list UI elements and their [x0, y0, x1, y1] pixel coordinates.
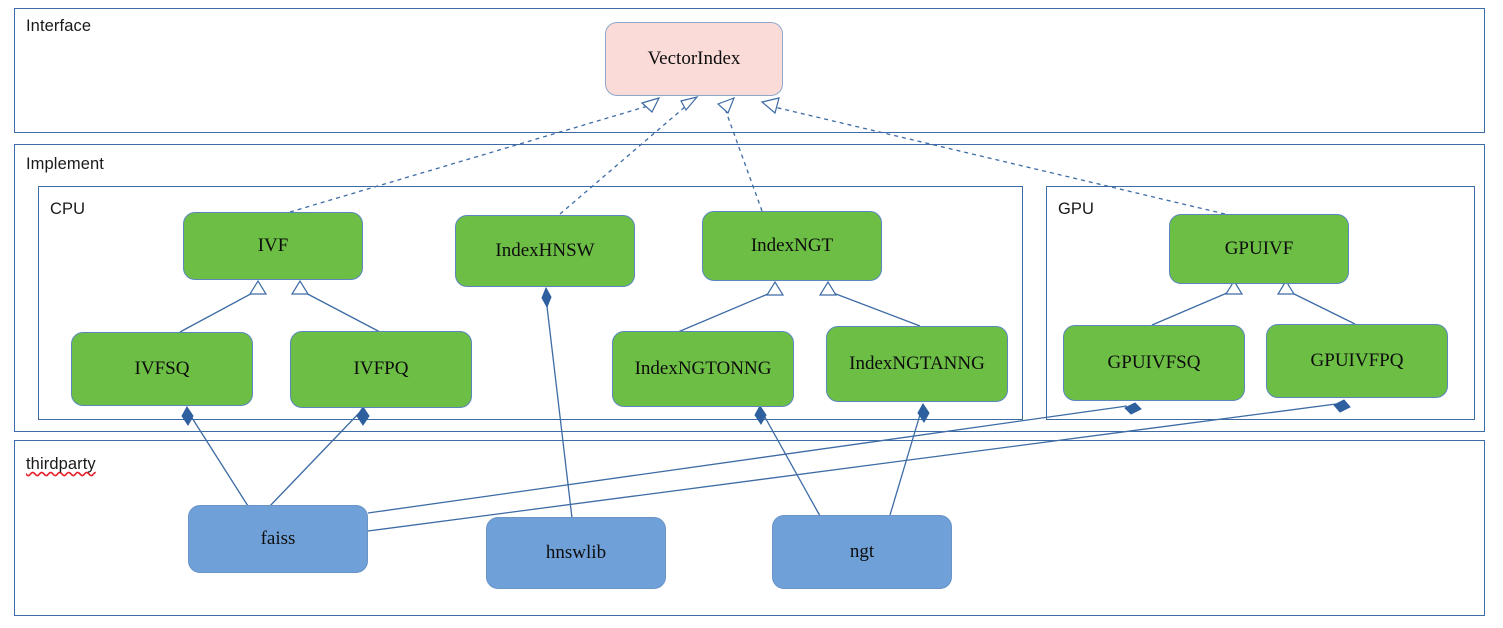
- node-label-indexhnsw: IndexHNSW: [495, 239, 595, 261]
- node-label-indexngtanng: IndexNGTANNG: [849, 352, 985, 374]
- node-ivfsq[interactable]: IVFSQ: [71, 332, 253, 406]
- node-label-gpuivfpq: GPUIVFPQ: [1310, 349, 1404, 371]
- container-label-thirdparty: thirdparty: [26, 455, 96, 473]
- node-ivfpq[interactable]: IVFPQ: [290, 331, 472, 408]
- node-gpuivf[interactable]: GPUIVF: [1169, 214, 1349, 284]
- node-indexngtanng[interactable]: IndexNGTANNG: [826, 326, 1008, 402]
- container-label-cpu: CPU: [50, 200, 86, 218]
- node-label-indexngtonng: IndexNGTONNG: [634, 357, 772, 379]
- node-label-vectorindex: VectorIndex: [647, 47, 741, 69]
- container-label-gpu: GPU: [1058, 200, 1095, 218]
- container-label-implement: Implement: [26, 155, 104, 173]
- node-ivf[interactable]: IVF: [183, 212, 363, 280]
- node-hnswlib[interactable]: hnswlib: [486, 517, 666, 589]
- node-label-faiss: faiss: [260, 527, 296, 549]
- node-label-indexngt: IndexNGT: [750, 234, 834, 256]
- node-gpuivfsq[interactable]: GPUIVFSQ: [1063, 325, 1245, 401]
- node-label-hnswlib: hnswlib: [545, 541, 607, 563]
- container-label-interface: Interface: [26, 17, 92, 35]
- node-indexhnsw[interactable]: IndexHNSW: [455, 215, 635, 287]
- node-gpuivfpq[interactable]: GPUIVFPQ: [1266, 324, 1448, 398]
- node-indexngtonng[interactable]: IndexNGTONNG: [612, 331, 794, 407]
- node-label-ngt: ngt: [849, 540, 875, 562]
- node-label-ivfpq: IVFPQ: [353, 358, 409, 380]
- node-label-gpuivfsq: GPUIVFSQ: [1107, 351, 1201, 373]
- node-label-ivf: IVF: [257, 234, 289, 256]
- node-ngt[interactable]: ngt: [772, 515, 952, 589]
- node-label-gpuivf: GPUIVF: [1224, 237, 1294, 259]
- node-faiss[interactable]: faiss: [188, 505, 368, 573]
- node-vectorindex[interactable]: VectorIndex: [605, 22, 783, 96]
- node-indexngt[interactable]: IndexNGT: [702, 211, 882, 281]
- node-label-ivfsq: IVFSQ: [134, 357, 190, 379]
